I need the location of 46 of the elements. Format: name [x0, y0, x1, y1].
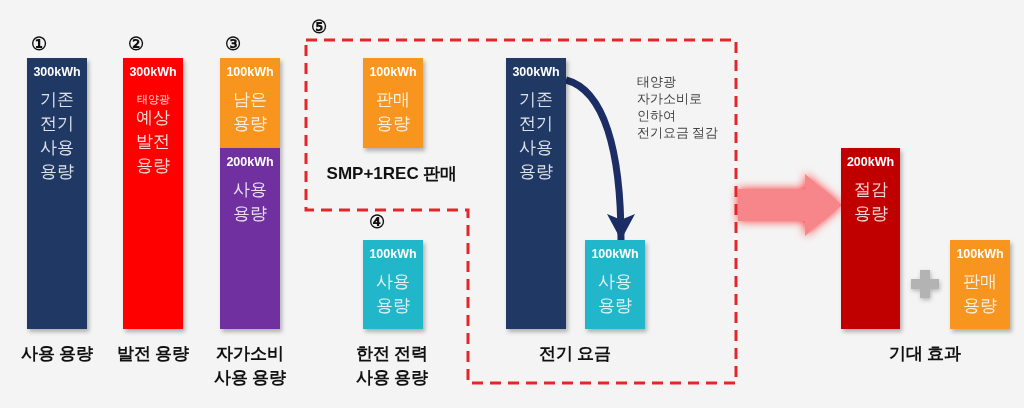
amount-label: 300kWh — [129, 64, 177, 81]
category-label: 사용 용량 — [20, 343, 94, 365]
bar-label: 기존 전기 사용 용량 — [39, 89, 75, 183]
amount-label: 200kWh — [846, 154, 895, 171]
bar-label: 사용 용량 — [597, 271, 633, 317]
block-arrow — [738, 174, 841, 236]
bar-label: 기존 전기 사용 용량 — [518, 89, 554, 183]
sales-box — [363, 58, 423, 148]
category-label: 한전 전력 사용 용량 — [354, 343, 430, 389]
callout-number: ③ — [225, 35, 241, 53]
amount-label: 300kWh — [33, 64, 81, 81]
group-caption: 전기 요금 — [538, 343, 612, 365]
grid-usage-box — [363, 240, 423, 329]
bar-label: 사용 용량 — [232, 179, 268, 225]
callout-number: ⑤ — [311, 18, 327, 36]
amount-label: 100kWh — [369, 64, 417, 81]
bar-label: 예상 발전 용량 — [135, 107, 171, 177]
generation-bar — [123, 58, 183, 329]
sub-label: 태양광 — [136, 92, 170, 106]
surplus-segment — [220, 58, 280, 148]
self-use-segment — [220, 148, 280, 329]
bar-label: 판매 용량 — [375, 89, 411, 135]
sales-box — [950, 240, 1010, 329]
bar-label: 절감 용량 — [852, 179, 889, 225]
dashed-region — [304, 16, 738, 386]
category-label: 발전 용량 — [116, 343, 190, 365]
callout-number: ④ — [369, 213, 385, 231]
category-label: 자가소비 사용 용량 — [212, 343, 288, 389]
usage-bar — [27, 58, 87, 329]
amount-label: 100kWh — [956, 246, 1004, 263]
amount-label: 300kWh — [512, 64, 560, 81]
amount-label: 100kWh — [591, 246, 639, 263]
usage-bar — [506, 58, 566, 329]
callout-number: ① — [31, 35, 47, 53]
grid-usage-box — [585, 240, 645, 329]
callout-number: ② — [128, 35, 144, 53]
bar-label: 남은 용량 — [232, 89, 268, 135]
amount-label: 100kWh — [226, 64, 274, 81]
amount-label: 200kWh — [226, 154, 274, 171]
note-text: 태양광 자가소비로 인하여 전기요금 절감 — [637, 74, 720, 142]
group-caption: 기대 효과 — [888, 343, 962, 365]
savings-bar — [841, 148, 900, 329]
bar-label: 판매 용량 — [962, 271, 998, 317]
bar-label: 사용 용량 — [375, 271, 411, 317]
amount-label: 100kWh — [369, 246, 417, 263]
category-label: SMP+1REC 판매 — [326, 163, 458, 185]
